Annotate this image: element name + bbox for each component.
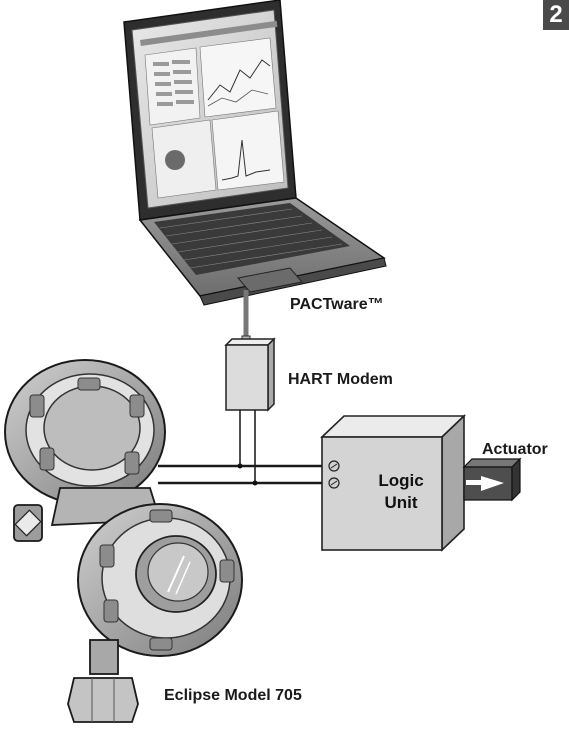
logic-unit-label: Logic Unit	[349, 470, 453, 514]
wire-junction	[237, 463, 243, 469]
logic-unit-label-line1: Logic	[378, 471, 424, 490]
hart-modem-box	[224, 337, 276, 412]
transmitter-icon	[4, 359, 243, 723]
actuator-label: Actuator	[482, 441, 548, 458]
page-tab: 2	[543, 0, 569, 30]
logic-unit-label-line2: Unit	[384, 493, 418, 512]
laptop-icon	[123, 0, 387, 306]
wire-junction	[252, 480, 258, 486]
logic-unit-box	[320, 414, 466, 552]
loop-wires	[158, 464, 330, 485]
laptop-screen-content	[140, 20, 285, 199]
hart-modem-label: HART Modem	[288, 371, 393, 388]
pactware-label: PACTware™	[290, 296, 384, 313]
actuator-icon	[462, 457, 522, 502]
transmitter-label: Eclipse Model 705	[164, 687, 302, 704]
modem-wires	[239, 410, 256, 483]
